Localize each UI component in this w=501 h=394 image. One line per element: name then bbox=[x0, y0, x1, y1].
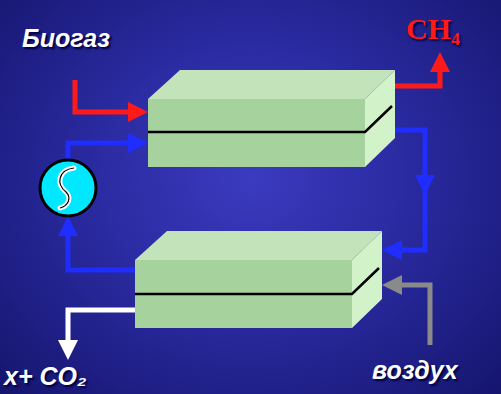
input-label: Биогаз bbox=[22, 26, 110, 51]
air-label: воздух bbox=[372, 358, 458, 383]
membrane-module bbox=[135, 231, 382, 328]
air-inlet bbox=[392, 285, 430, 345]
return-line bbox=[68, 143, 138, 160]
methane-outlet bbox=[394, 62, 440, 86]
exhaust-outlet bbox=[68, 310, 135, 350]
permeate-line bbox=[392, 130, 425, 185]
exhaust-label: х+ CO₂ bbox=[4, 364, 86, 389]
biogas-inlet bbox=[75, 80, 138, 112]
permeate-line bbox=[392, 180, 425, 250]
output-label: CH₄ bbox=[406, 14, 460, 44]
compressor-symbol bbox=[40, 160, 96, 216]
return-line bbox=[68, 226, 135, 270]
membrane-module bbox=[148, 70, 395, 167]
